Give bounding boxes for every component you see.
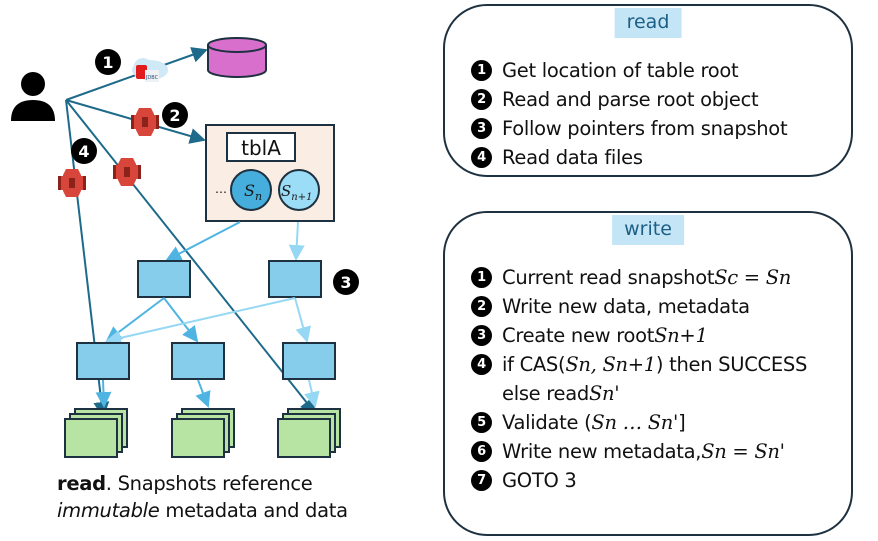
step-text: Write new data, metadata xyxy=(502,295,750,318)
svg-text:Sn: Sn xyxy=(244,181,262,203)
snapshot-next xyxy=(278,169,320,211)
step-badge: 4 xyxy=(471,147,492,168)
svg-text:1: 1 xyxy=(102,53,113,72)
step-badge: 1 xyxy=(471,267,492,288)
step-math: Sn+1 xyxy=(654,324,708,347)
badge-1: 1 xyxy=(95,49,121,75)
step-text: Follow pointers from snapshot xyxy=(502,117,788,140)
caption-text: metadata and data xyxy=(159,499,348,522)
step-text: Write new metadata, xyxy=(502,440,702,463)
step-badge: 3 xyxy=(471,325,492,346)
write-panel-title: write xyxy=(612,215,684,245)
user-icon xyxy=(11,72,55,121)
s3-bucket-icon xyxy=(58,169,86,197)
read-steps: 1 Get location of table root 2 Read and pa… xyxy=(471,56,788,172)
metadata-node xyxy=(268,260,322,298)
step-math: Sc = Sn xyxy=(714,266,792,289)
svg-text:2: 2 xyxy=(169,106,180,125)
svg-text:Sn+1: Sn+1 xyxy=(281,182,312,203)
badge-4: 4 xyxy=(71,138,97,164)
step-math: Sn, Sn+1 xyxy=(565,353,656,376)
step-badge: 4 xyxy=(471,354,492,375)
write-step: 1 Current read snapshot Sc = Sn xyxy=(471,263,807,292)
table-root: tblA … Sn Sn+1 xyxy=(205,124,335,222)
step-badge: 3 xyxy=(471,118,492,139)
step-text: ) then SUCCESS xyxy=(655,353,808,376)
ellipsis: … xyxy=(215,182,227,196)
metadata-node xyxy=(282,342,336,380)
caption-text: . Snapshots reference xyxy=(105,472,313,495)
step-text: else read xyxy=(502,382,589,405)
step-text: Get location of table root xyxy=(502,59,739,82)
step-math: Sn … Sn' xyxy=(591,411,679,434)
architecture-diagram: JDBC tblA … Sn Sn+1 1 xyxy=(11,37,359,458)
read-panel: read 1 Get location of table root 2 Read a… xyxy=(443,4,853,177)
jdbc-label: JDBC xyxy=(145,75,159,81)
caption-italic: immutable xyxy=(57,499,160,522)
write-step-continuation: else read Sn' xyxy=(471,379,807,408)
step-badge: 2 xyxy=(471,89,492,110)
write-step: 7 GOTO 3 xyxy=(471,466,807,495)
metadata-node xyxy=(137,260,191,298)
svg-text:3: 3 xyxy=(340,273,351,292)
data-files xyxy=(64,408,128,458)
write-step: 4 if CAS(Sn, Sn+1) then SUCCESS xyxy=(471,350,807,379)
step-badge: 5 xyxy=(471,412,492,433)
read-step: 3 Follow pointers from snapshot xyxy=(471,114,788,143)
s3-bucket-icon xyxy=(113,158,141,186)
step-math: Sn = Sn' xyxy=(701,440,785,463)
step-badge: 7 xyxy=(471,470,492,491)
step-text: Validate ( xyxy=(502,411,592,434)
read-panel-title: read xyxy=(614,8,682,38)
step-text: Create new root xyxy=(502,324,655,347)
badge-2: 2 xyxy=(162,102,188,128)
database-icon xyxy=(207,37,267,78)
step-text: Read data files xyxy=(502,146,643,169)
step-text: Read and parse root object xyxy=(502,88,759,111)
write-step: 5 Validate (Sn … Sn'] xyxy=(471,408,807,437)
step-text: if CAS( xyxy=(502,353,566,376)
step-badge: 6 xyxy=(471,441,492,462)
read-step: 4 Read data files xyxy=(471,143,787,172)
snapshot-current xyxy=(230,169,272,211)
write-step: 2 Write new data, metadata xyxy=(471,292,807,321)
metadata-node xyxy=(76,342,130,380)
data-files xyxy=(171,408,235,458)
read-step: 1 Get location of table root xyxy=(471,56,787,85)
step-badge: 1 xyxy=(471,60,492,81)
step-math: Sn' xyxy=(588,382,620,405)
step-text: Current read snapshot xyxy=(502,266,715,289)
svg-text:4: 4 xyxy=(78,142,89,161)
diagram-caption: read. Snapshots reference immutable meta… xyxy=(57,470,348,524)
step-text: ] xyxy=(678,411,686,434)
data-files xyxy=(277,408,341,458)
write-step: 3 Create new root Sn+1 xyxy=(471,321,807,350)
s3-bucket-icon xyxy=(131,108,159,136)
write-step: 6 Write new metadata, Sn = Sn' xyxy=(471,437,807,466)
caption-bold: read xyxy=(57,472,106,495)
read-step: 2 Read and parse root object xyxy=(471,85,787,114)
jdbc-cloud-icon: JDBC xyxy=(132,58,168,82)
table-name: tblA xyxy=(241,136,281,160)
metadata-node xyxy=(171,342,225,380)
step-text: GOTO 3 xyxy=(502,469,577,492)
badge-3: 3 xyxy=(333,269,359,295)
step-badge: 2 xyxy=(471,296,492,317)
